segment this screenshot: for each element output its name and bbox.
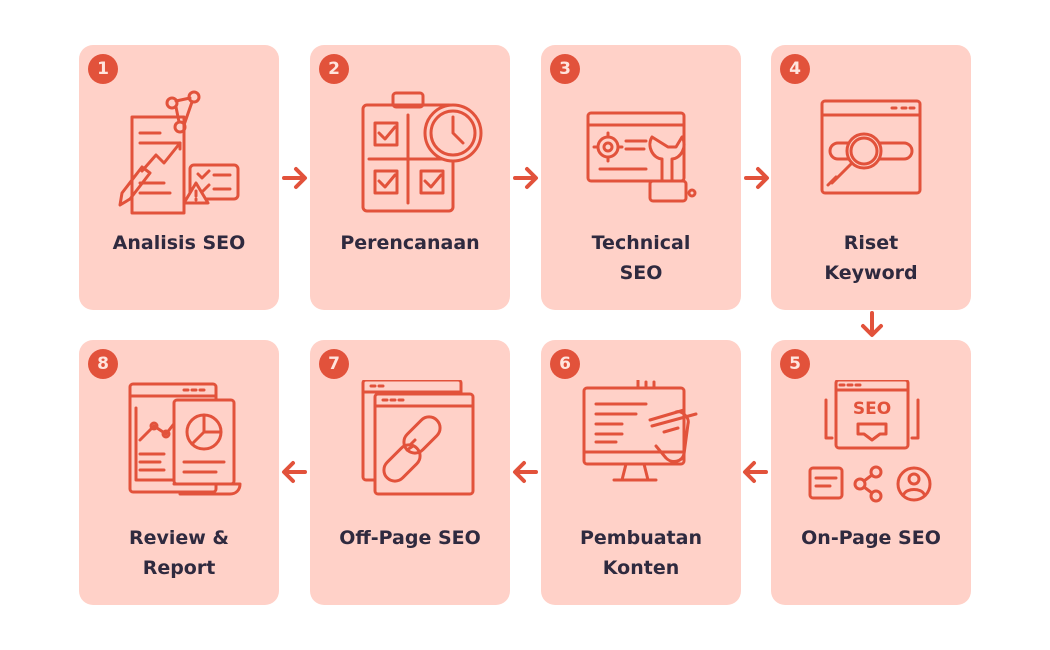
- arrow-right-icon: [281, 165, 309, 191]
- content-writing-monitor-icon: [566, 378, 716, 510]
- keyword-search-browser-icon: [796, 85, 946, 215]
- step-number-badge: 7: [319, 349, 349, 379]
- step-number-badge: 6: [550, 349, 580, 379]
- arrow-down-icon: [859, 310, 885, 340]
- step-number-badge: 2: [319, 54, 349, 84]
- seo-analysis-icon: [104, 85, 254, 215]
- step-card-1: 1 Analisis SEO: [79, 45, 279, 310]
- step-card-5: 5 SEO On-Page SEO: [771, 340, 971, 605]
- arrow-left-icon: [511, 459, 539, 485]
- step-card-6: 6 Pembuatan Konten: [541, 340, 741, 605]
- svg-text:SEO: SEO: [853, 399, 891, 419]
- step-number-badge: 3: [550, 54, 580, 84]
- arrow-left-icon: [280, 459, 308, 485]
- step-card-7: 7 Off-Page SEO: [310, 340, 510, 605]
- step-card-2: 2 Perencanaan: [310, 45, 510, 310]
- on-page-seo-monitor-icon: SEO: [796, 378, 946, 510]
- step-number-badge: 1: [88, 54, 118, 84]
- step-label: Perencanaan: [340, 232, 480, 254]
- arrow-right-icon: [743, 165, 771, 191]
- step-card-8: 8 Review & Report: [79, 340, 279, 605]
- step-label: Riset Keyword: [824, 232, 918, 284]
- step-number-badge: 5: [780, 349, 810, 379]
- report-chart-icon: [104, 380, 254, 510]
- step-label: Analisis SEO: [112, 232, 246, 254]
- arrow-right-icon: [512, 165, 540, 191]
- link-building-chain-icon: [335, 378, 485, 510]
- step-card-4: 4 Riset Keyword: [771, 45, 971, 310]
- step-number-badge: 4: [780, 54, 810, 84]
- planning-checklist-clock-icon: [335, 85, 485, 215]
- step-label: On-Page SEO: [801, 527, 941, 549]
- step-card-3: 3 Technical SEO: [541, 45, 741, 310]
- step-label: Pembuatan Konten: [580, 527, 702, 579]
- step-label: Off-Page SEO: [339, 527, 481, 549]
- step-label: Review & Report: [128, 527, 230, 579]
- step-label: Technical SEO: [591, 232, 691, 284]
- technical-settings-wrench-icon: [566, 85, 716, 215]
- step-number-badge: 8: [88, 349, 118, 379]
- arrow-left-icon: [741, 459, 769, 485]
